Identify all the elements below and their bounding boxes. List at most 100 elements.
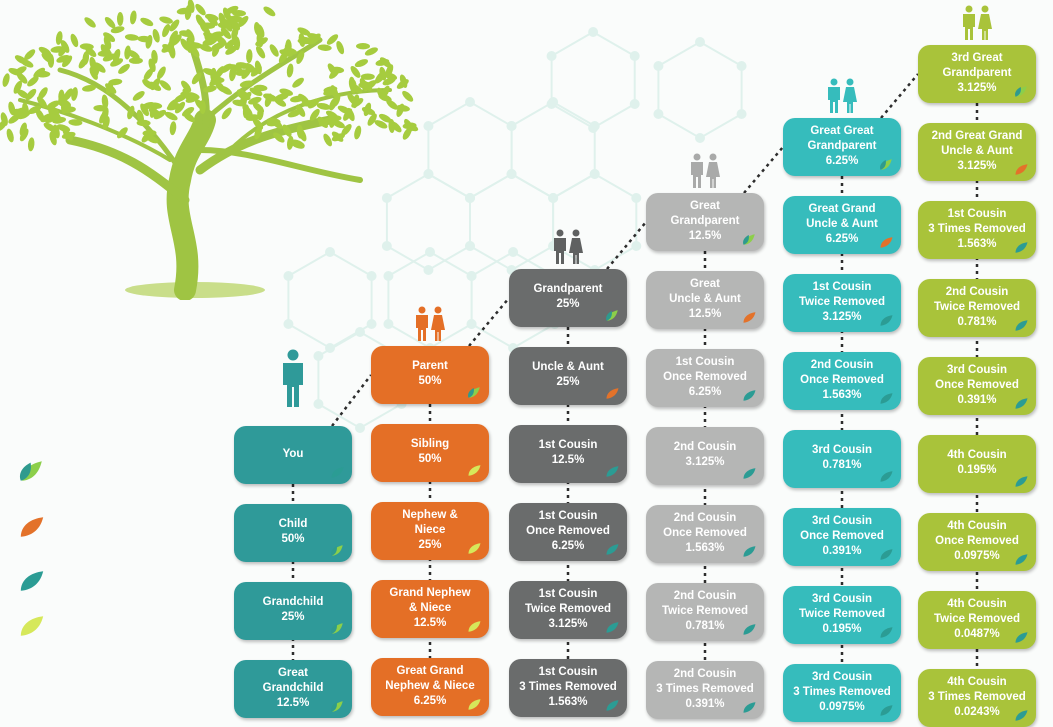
- diagonal-connector: [606, 221, 647, 270]
- relationship-label: 1st Cousin: [538, 509, 598, 522]
- direct-leaf-icon: [605, 309, 620, 322]
- dna-percentage: 6.25%: [413, 694, 447, 707]
- relationship-label: 1st Cousin: [538, 665, 598, 678]
- cousin-leaf-icon: [742, 545, 757, 558]
- cousin-leaf-icon: [605, 699, 620, 712]
- percent-icon: [14, 665, 50, 695]
- relationship-label: 4th Cousin: [947, 449, 1007, 461]
- single-person-icon: [283, 349, 303, 407]
- relationship-label: Once Removed: [663, 526, 747, 539]
- dna-percentage: 3.125%: [957, 81, 997, 94]
- direct-leaf-icon: [879, 158, 894, 171]
- cousin-leaf-icon: [605, 621, 620, 634]
- cousin-leaf-icon: [1014, 631, 1029, 644]
- diagonal-connector: [468, 297, 510, 347]
- relationship-box: Child 50%: [234, 504, 352, 562]
- relationship-label: 2nd Cousin: [673, 667, 737, 680]
- relationship-label: Grandchild: [262, 681, 324, 694]
- siblings-and-descendants-leaf-icon: [14, 611, 50, 641]
- dna-percentage: 3.125%: [685, 456, 725, 468]
- dna-percentage: 50%: [418, 453, 442, 465]
- relationship-label: 1st Cousin: [675, 355, 735, 368]
- couple-icon: [963, 5, 992, 40]
- direct-leaf-icon: [742, 233, 757, 246]
- diagonal-connector: [743, 146, 784, 194]
- dna-percentage: 50%: [281, 533, 305, 545]
- dna-percentage: 12.5%: [688, 307, 722, 320]
- dna-percentage: 12.5%: [413, 616, 447, 629]
- dna-percentage: 6.25%: [688, 385, 722, 398]
- dna-percentage: 3.125%: [548, 617, 588, 630]
- dna-percentage: 1.563%: [957, 237, 997, 250]
- relationship-label: 3rd Cousin: [811, 670, 873, 683]
- cousin-leaf-icon: [1014, 709, 1029, 722]
- cousin-leaf-icon: [1014, 241, 1029, 254]
- dna-percentage: 0.391%: [957, 393, 997, 406]
- relationship-label: Nephew & Niece: [385, 679, 475, 692]
- direct-leaf-icon: [330, 544, 345, 557]
- dna-percentage: 6.25%: [551, 539, 585, 552]
- dna-percentage: 3.125%: [957, 159, 997, 172]
- relationship-label: Sibling: [410, 438, 450, 450]
- siblings-of-direct-ancestors-leaf-icon: [14, 512, 50, 542]
- relationship-label: Once Removed: [663, 370, 747, 383]
- descendant-leaf-icon: [467, 464, 482, 477]
- relationship-label: Great: [689, 199, 721, 212]
- relationship-label: Uncle & Aunt: [532, 361, 604, 373]
- relationship-label: 4th Cousin: [947, 519, 1007, 532]
- dna-percentage: 1.563%: [548, 695, 588, 708]
- cousin-leaf-icon: [1014, 553, 1029, 566]
- relationship-label: Grand Nephew: [389, 586, 471, 599]
- relationship-label: 2nd Cousin: [810, 358, 874, 371]
- sibling-leaf-icon: [742, 311, 757, 324]
- cousin-leaf-icon: [1014, 397, 1029, 410]
- dna-percentage: 12.5%: [551, 454, 585, 466]
- relationship-box: Sibling 50%: [371, 424, 489, 482]
- relationship-label: 2nd Cousin: [673, 511, 737, 524]
- relationship-label: Once Removed: [800, 373, 884, 386]
- relationship-label: 1st Cousin: [538, 587, 598, 600]
- relationship-label: Once Removed: [526, 524, 610, 537]
- cousin-leaf-icon: [330, 466, 345, 479]
- cousins-leaf-icon: [14, 566, 50, 596]
- dna-percentage: 12.5%: [688, 229, 722, 242]
- sibling-leaf-icon: [605, 387, 620, 400]
- dna-percentage: 25%: [418, 538, 442, 551]
- dna-percentage: 0.195%: [822, 622, 862, 635]
- relationship-label: Great: [277, 666, 309, 679]
- relationship-label: Uncle & Aunt: [941, 144, 1013, 157]
- relationship-label: 3rd Cousin: [811, 444, 873, 456]
- dna-percentage: 25%: [281, 611, 305, 623]
- sibling-leaf-icon: [879, 236, 894, 249]
- relationship-label: Parent: [412, 360, 448, 372]
- direct-leaf-icon: [330, 700, 345, 713]
- relationship-label: Grandparent: [807, 139, 877, 152]
- dna-percentage: 6.25%: [825, 232, 859, 245]
- relationship-label: Child: [278, 518, 308, 530]
- relationship-label: Great Great: [810, 124, 874, 137]
- relationship-label: 3rd Cousin: [811, 514, 873, 527]
- direct-leaf-icon: [330, 622, 345, 635]
